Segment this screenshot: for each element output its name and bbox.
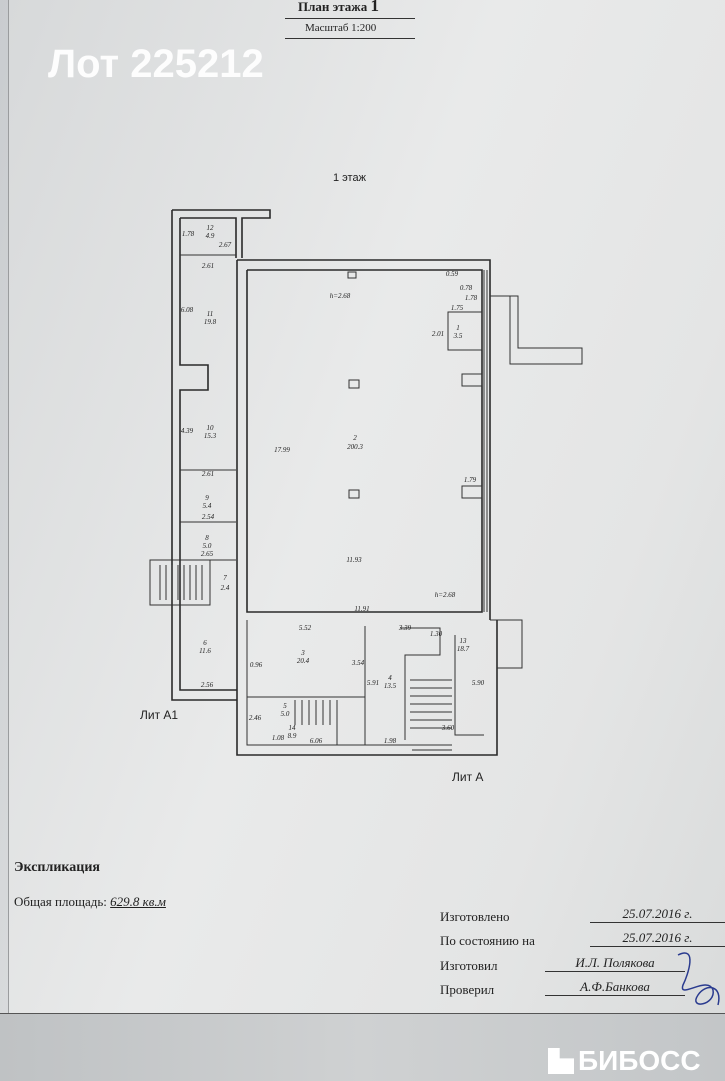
- room-number: 11: [207, 310, 213, 318]
- room-area: 5.0: [281, 710, 290, 718]
- dimension-label: 17.99: [274, 446, 290, 454]
- room-number: 10: [207, 424, 215, 432]
- logo-icon: [548, 1048, 574, 1074]
- dimension-labels: 1.78 2.67 2.61 6.08 4.39 2.61 2.54 2.65 …: [181, 230, 485, 745]
- dimension-label: 1.79: [464, 476, 477, 484]
- room-area: 19.8: [204, 318, 217, 326]
- plan-scale: Масштаб 1:200: [305, 22, 377, 34]
- room-area: 8.9: [288, 732, 297, 740]
- dimension-label: 3.54: [351, 659, 365, 667]
- dimension-label: 2.01: [432, 330, 444, 338]
- room-area: 5.4: [203, 502, 212, 510]
- total-area-value: 629.8 кв.м: [110, 894, 166, 909]
- made-label: Изготовлено: [440, 909, 510, 924]
- bibboss-logo: БИБОСС: [548, 1045, 701, 1077]
- made-value: 25.07.2016 г.: [590, 906, 725, 923]
- dimension-label: 2.67: [219, 241, 232, 249]
- dimension-label: 11.93: [346, 556, 362, 564]
- dimension-label: 4.39: [181, 427, 194, 435]
- room-number: 3: [300, 649, 305, 657]
- dimension-label: 3.60: [441, 724, 455, 732]
- dimension-label: 2.65: [201, 550, 214, 558]
- dimension-label: 2.61: [202, 470, 214, 478]
- walls: [149, 209, 583, 756]
- dimension-label: 1.08: [272, 734, 285, 742]
- dimension-label: h=2.68: [330, 292, 351, 300]
- plan-title: План этажа 1: [298, 0, 379, 15]
- dimension-label: 3.39: [398, 624, 412, 632]
- room-number: 9: [205, 494, 209, 502]
- dimension-label: h=2.68: [435, 591, 456, 599]
- dimension-label: 0.78: [460, 284, 473, 292]
- divider: [285, 18, 415, 19]
- room-number: 12: [207, 224, 215, 232]
- checker-value: А.Ф.Банкова: [545, 979, 685, 996]
- lit-a-label: Лит А: [452, 770, 484, 784]
- room-number: 13: [460, 637, 468, 645]
- room-number: 14: [289, 724, 297, 732]
- state-value: 25.07.2016 г.: [590, 930, 725, 947]
- dimension-label: 2.46: [249, 714, 262, 722]
- lot-watermark: Лот 225212: [48, 42, 264, 86]
- room-area: 13.5: [384, 682, 397, 690]
- checker-label: Проверил: [440, 982, 495, 997]
- dimension-label: 6.06: [310, 737, 323, 745]
- room-area: 20.4: [297, 657, 310, 665]
- author-value: И.Л. Полякова: [545, 955, 685, 972]
- dimension-label: 1.75: [451, 304, 464, 312]
- dimension-label: 1.78: [465, 294, 478, 302]
- dimension-label: 2.54: [202, 513, 215, 521]
- room-area: 2.4: [221, 584, 230, 592]
- signature: [677, 952, 720, 1006]
- explication-heading: Экспликация: [14, 860, 100, 875]
- room-number: 4: [388, 674, 392, 682]
- dimension-label: 1.30: [430, 630, 443, 638]
- lit-a1-label: Лит А1: [140, 708, 179, 722]
- room-number: 8: [205, 534, 209, 542]
- dimension-label: 2.56: [201, 681, 214, 689]
- dimension-label: 5.52: [299, 624, 312, 632]
- room-number: 6: [203, 639, 207, 647]
- divider: [285, 38, 415, 39]
- author-label: Изготовил: [440, 958, 498, 973]
- dimension-label: 5.91: [367, 679, 379, 687]
- room-area: 200.3: [347, 443, 363, 451]
- room-number: 2: [353, 434, 357, 442]
- state-label: По состоянию на: [440, 933, 535, 948]
- dimension-label: 2.61: [202, 262, 214, 270]
- dimension-label: 6.08: [181, 306, 194, 314]
- dimension-label: 1.98: [384, 737, 397, 745]
- room-area: 11.6: [199, 647, 211, 655]
- dimension-label: 11.91: [354, 605, 369, 613]
- room-number: 7: [223, 574, 227, 582]
- room-number: 1: [456, 324, 460, 332]
- total-area: Общая площадь: 629.8 кв.м: [14, 894, 166, 909]
- floor-label: 1 этаж: [333, 172, 366, 184]
- room-area: 4.9: [206, 232, 215, 240]
- room-area: 5.0: [203, 542, 212, 550]
- dimension-label: 0.59: [446, 270, 459, 278]
- room-area: 15.3: [204, 432, 217, 440]
- stair-steps: [159, 565, 452, 751]
- dimension-label: 5.90: [472, 679, 485, 687]
- document-sheet: [8, 0, 725, 1045]
- dimension-label: 1.78: [182, 230, 195, 238]
- room-number: 5: [283, 702, 287, 710]
- room-area: 3.5: [453, 332, 463, 340]
- dimension-label: 0.96: [250, 661, 263, 669]
- room-area: 18.7: [457, 645, 470, 653]
- table-surface: [0, 1013, 725, 1081]
